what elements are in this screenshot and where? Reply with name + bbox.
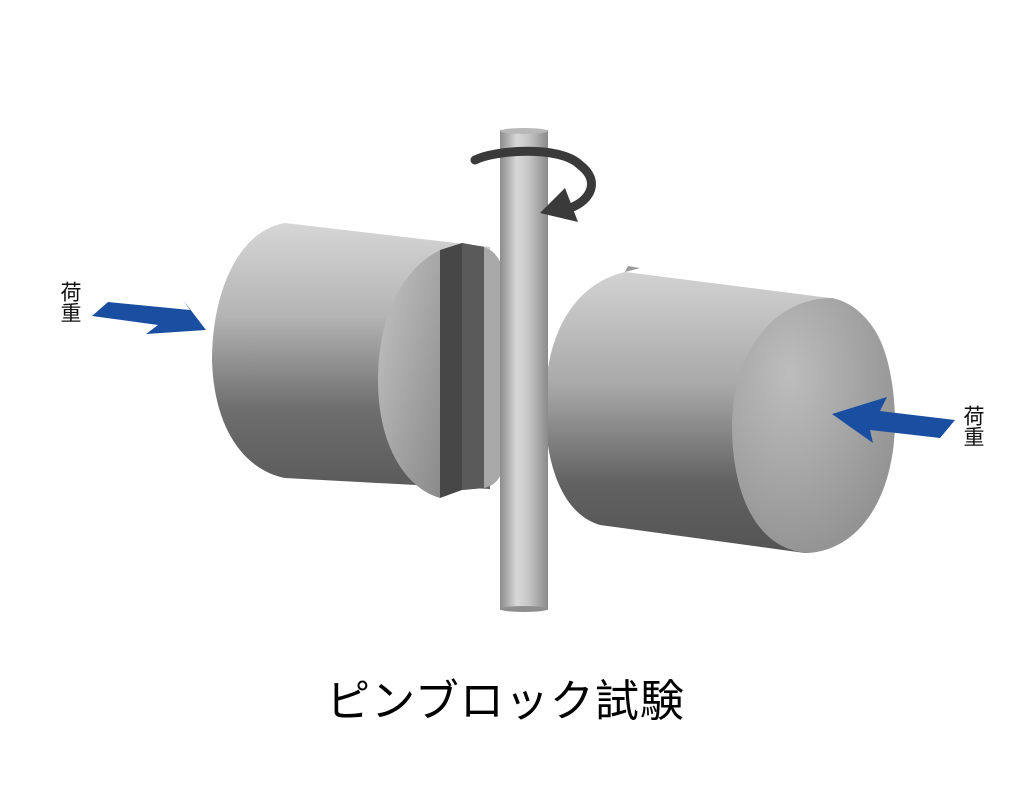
rotation-arrow-icon: [470, 146, 596, 222]
right-block: [545, 266, 895, 553]
pin-rod: [500, 130, 548, 610]
pin-top: [500, 128, 548, 134]
load-label-right: 荷重: [961, 405, 985, 447]
load-arrow-right-icon: [832, 397, 955, 443]
pin: [500, 128, 548, 612]
left-block-end-face: [378, 250, 440, 498]
right-block-end-face: [732, 298, 895, 553]
pin-bottom: [500, 606, 548, 612]
caption: ピンブロック試験: [326, 676, 685, 727]
left-block: [212, 223, 502, 498]
load-label-left: 荷重: [58, 281, 82, 323]
load-arrow-left-icon: [92, 300, 206, 334]
